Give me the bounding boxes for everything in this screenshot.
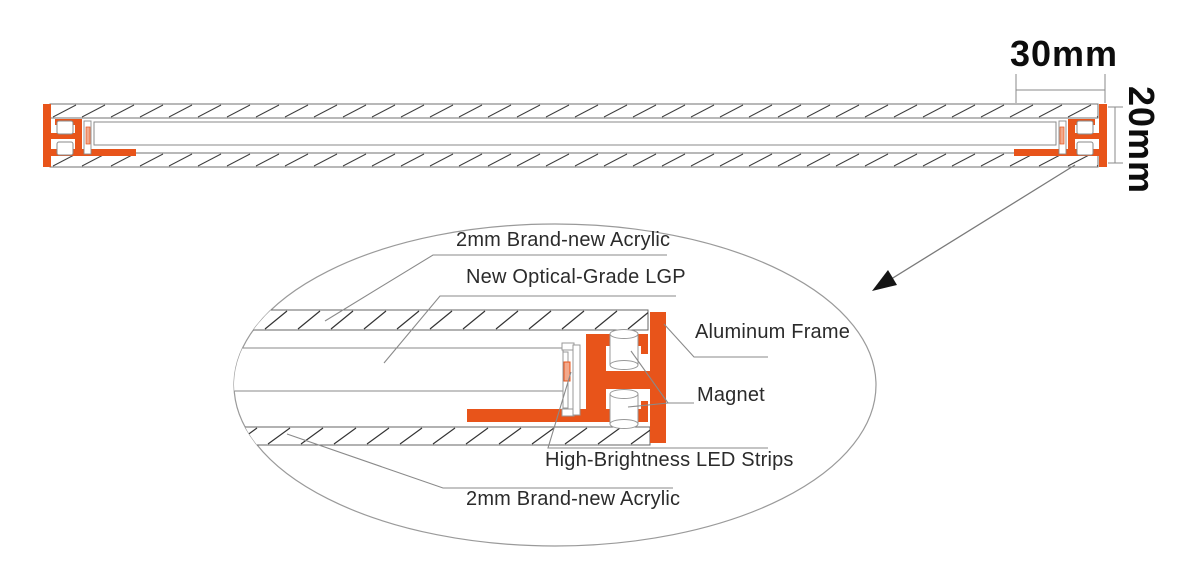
dimension-width-label: 30mm (1010, 33, 1119, 74)
leader-aluminum-frame (663, 323, 768, 358)
dimension-30mm-lines (1015, 74, 1106, 103)
detail-lgp-panel (234, 347, 564, 392)
callout-acrylic-bottom: 2mm Brand-new Acrylic (466, 488, 681, 510)
callout-aluminum-frame: Aluminum Frame (695, 321, 851, 343)
leader-led (547, 371, 768, 449)
callout-leader-lines (286, 254, 768, 489)
leader-acrylic-top (324, 254, 667, 322)
main-acrylic-bottom-layer (49, 152, 1099, 168)
led-chip (563, 361, 571, 382)
callout-lgp: New Optical-Grade LGP (466, 266, 686, 288)
callout-magnet: Magnet (697, 384, 765, 406)
magnet-bottom (609, 389, 639, 429)
main-acrylic-top-layer (49, 103, 1099, 119)
zoom-arrow (872, 164, 1076, 291)
callout-acrylic-top: 2mm Brand-new Acrylic (456, 229, 671, 251)
main-lgp-panel (93, 121, 1057, 146)
magnet-top (609, 329, 639, 370)
main-panel-cross-section (42, 103, 1107, 168)
callout-led-strips: High-Brightness LED Strips (545, 449, 794, 471)
detail-acrylic-top-layer (234, 309, 649, 331)
dimension-height-label: 20mm (1121, 85, 1162, 195)
leader-lgp (383, 295, 676, 364)
led-strip-assembly (561, 342, 581, 417)
detail-view (234, 309, 666, 446)
leader-acrylic-bottom (286, 433, 673, 489)
leader-magnet-upper (630, 350, 669, 404)
main-right-edge-assembly (1014, 104, 1107, 167)
detail-acrylic-bottom-layer (234, 426, 651, 446)
dimension-20mm-lines (1108, 106, 1123, 164)
